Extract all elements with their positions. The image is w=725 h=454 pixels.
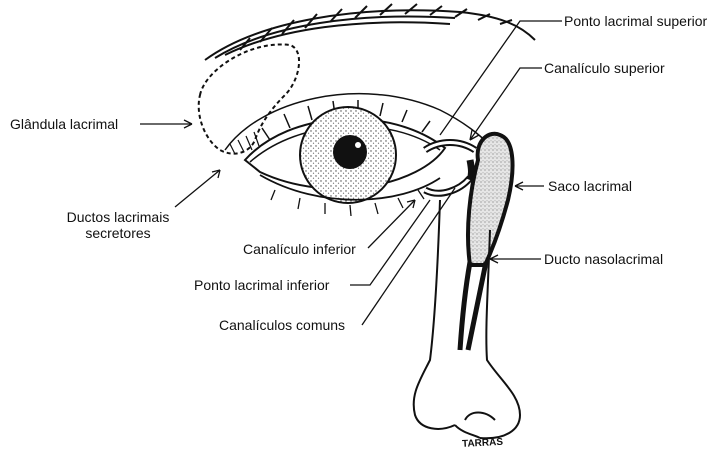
label-ponto-lacrimal-inferior: Ponto lacrimal inferior — [194, 277, 329, 293]
label-canaliculos-comuns: Canalículos comuns — [219, 317, 345, 333]
label-ducto-nasolacrimal: Ducto nasolacrimal — [544, 251, 663, 267]
label-saco-lacrimal: Saco lacrimal — [548, 178, 632, 194]
nasolacrimal-duct — [460, 262, 486, 350]
eyebrow — [205, 4, 535, 60]
label-ductos-line1: Ductos lacrimais — [58, 209, 178, 225]
label-canaliculo-inferior: Canalículo inferior — [243, 241, 356, 257]
label-ductos-lacrimais: Ductos lacrimais secretores — [58, 209, 178, 241]
label-ponto-lacrimal-superior: Ponto lacrimal superior — [564, 13, 707, 29]
eye — [245, 100, 445, 216]
label-ductos-line2: secretores — [58, 225, 178, 241]
pupil — [333, 135, 367, 169]
label-canaliculo-superior: Canalículo superior — [544, 60, 665, 76]
label-glandula-lacrimal: Glândula lacrimal — [10, 116, 118, 132]
artist-signature: TARRAS — [462, 437, 504, 449]
